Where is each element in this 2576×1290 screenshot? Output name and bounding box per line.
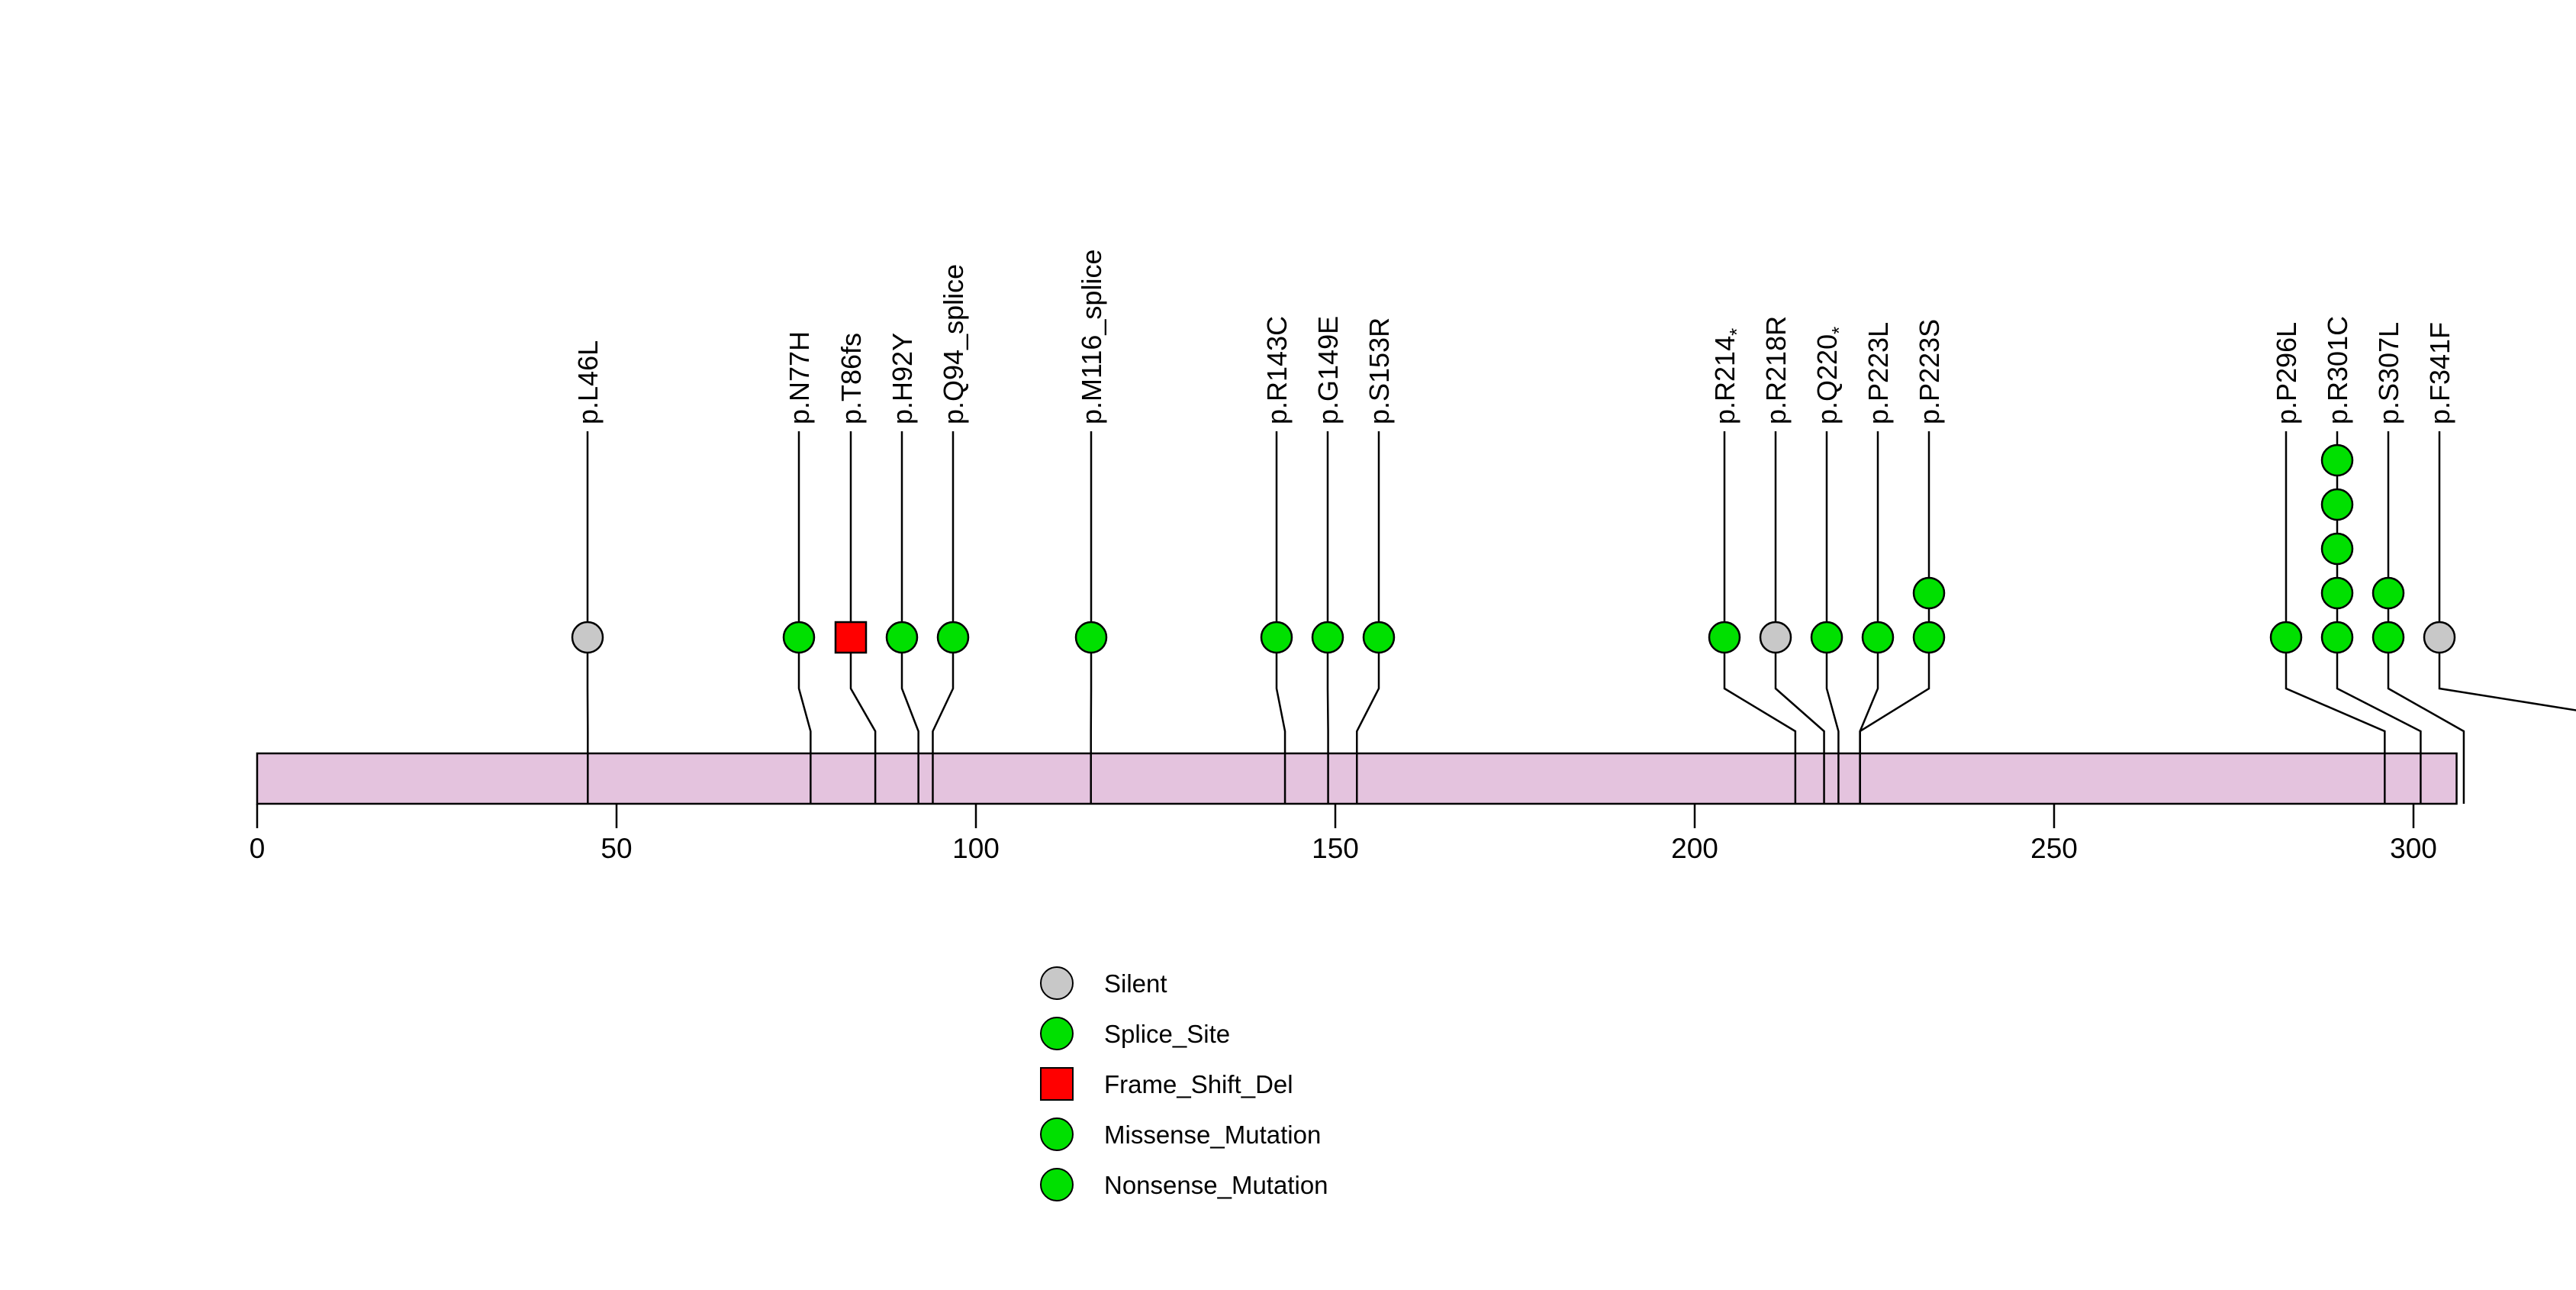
mutation-label: p.Q94_splice [938,264,969,424]
mutation-stem-pq220 [1825,431,1840,804]
axis-tick-label: 250 [2030,833,2078,864]
mutation-label: p.G149E [1312,316,1344,424]
mutation-marker [1311,621,1344,654]
mutation-marker [2320,576,2354,610]
mutation-marker [1759,621,1792,654]
mutation-label: p.M116_splice [1076,250,1107,424]
mutation-marker [1810,621,1843,654]
mutation-marker [782,621,816,654]
mutation-marker [936,621,970,654]
axis-tick-label: 100 [952,833,1000,864]
legend-label: Silent [1104,969,1167,998]
axis-tick-label: 50 [601,833,632,864]
mutation-marker [885,621,919,654]
mutation-marker [2320,443,2354,477]
legend-label: Splice_Site [1104,1020,1230,1048]
mutation-stem-pq94splice [932,431,955,804]
mutation-label: p.P296L [2271,322,2302,424]
axis-tick-label: 200 [1671,833,1718,864]
mutation-marker [834,621,868,654]
mutation-label: p.R301C [2322,316,2353,424]
mutation-marker [2320,532,2354,566]
mutation-label: p.S307L [2373,322,2404,424]
mutation-stem-pr143c [1275,431,1286,804]
mutation-stem-pp223s [1859,431,1930,804]
axis-tick-label: 0 [250,833,266,864]
mutation-stem-pp296l [2285,431,2386,804]
axis-tick-label: 150 [1312,833,1359,864]
legend-marker-circle [1040,1168,1074,1201]
mutation-marker [2423,621,2456,654]
mutation-label: p.T86fs [836,333,867,424]
mutation-marker [571,621,604,654]
mutation-label: p.L46L [572,340,604,424]
mutation-stem-pr218r [1774,431,1825,804]
mutation-marker [2372,576,2405,610]
legend-marker-circle [1040,966,1074,1000]
mutation-label: p.F341F [2424,322,2455,424]
legend-marker-square [1040,1067,1074,1101]
mutation-label: p.S153R [1364,318,1395,424]
mutation-marker [1260,621,1293,654]
legend-marker-circle [1040,1017,1074,1050]
axis-tick-label: 300 [2390,833,2437,864]
mutation-label: p.R218R [1760,316,1792,424]
mutation-stem-pn77h [797,431,812,804]
legend-label: Missense_Mutation [1104,1121,1321,1149]
mutation-marker [1912,621,1946,654]
mutation-stem-pf341f [2438,431,2576,711]
mutation-stem-ps153r [1356,431,1380,804]
mutation-stem-ph92y [900,431,919,804]
mutation-label: p.Q220* [1811,327,1850,424]
mutation-label: p.P223L [1863,322,1894,424]
mutation-label: p.N77H [784,331,815,424]
legend-marker-circle [1040,1117,1074,1151]
mutation-stem-pr214 [1723,431,1797,804]
mutation-marker [2372,621,2405,654]
mutation-stem-ps307l [2387,431,2465,804]
mutation-marker [1074,621,1108,654]
legend-label: Nonsense_Mutation [1104,1171,1328,1199]
mutation-label: p.P223S [1914,319,1945,424]
mutation-marker [2269,621,2303,654]
mutation-marker [2320,621,2354,654]
mutation-label: p.R214* [1709,328,1748,424]
mutation-marker [1912,576,1946,610]
mutation-marker [1708,621,1741,654]
mutation-stem-pt86fs [849,431,877,804]
mutation-marker [1861,621,1895,654]
legend-label: Frame_Shift_Del [1104,1070,1293,1098]
mutation-label: p.R143C [1261,316,1293,424]
mutation-marker [2320,488,2354,521]
mutation-label: p.H92Y [887,333,918,424]
mutation-marker [1362,621,1396,654]
